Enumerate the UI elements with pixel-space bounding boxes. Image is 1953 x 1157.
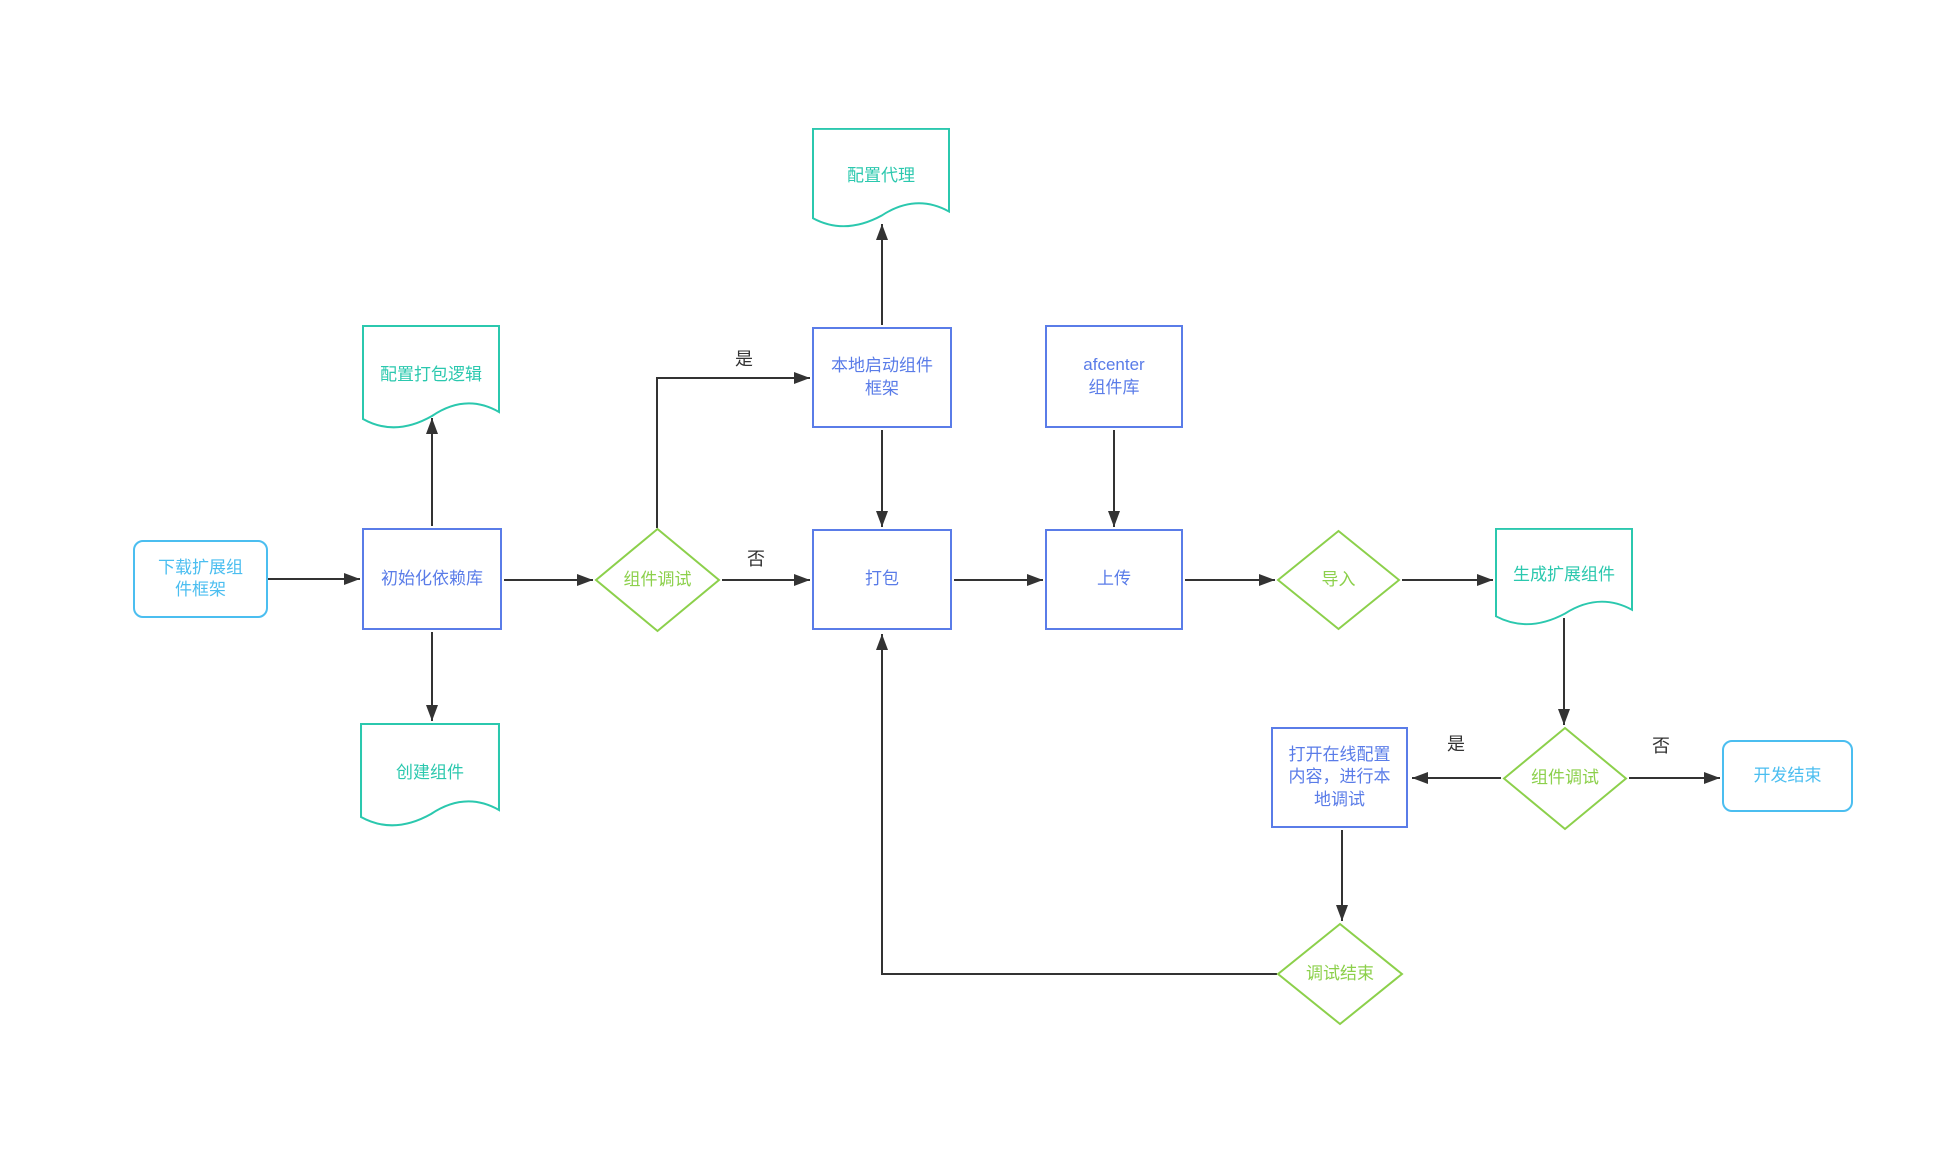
document-shape-icon: [1495, 528, 1633, 626]
node-upload-label: 上传: [1097, 569, 1131, 589]
node-component-debug-1: 组件调试: [594, 527, 721, 633]
node-create-component-label: 创建组件: [396, 762, 464, 782]
node-open-online-config-label: 打开在线配置 内容，进行本 地调试: [1288, 744, 1391, 809]
node-config-proxy-label: 配置代理: [847, 165, 915, 185]
node-debug-end-label: 调试结束: [1306, 963, 1374, 983]
node-import-decision: 导入: [1276, 529, 1401, 631]
node-upload: 上传: [1045, 529, 1183, 630]
node-dev-end-label: 开发结束: [1753, 765, 1822, 785]
diamond-shape-icon: [1276, 529, 1401, 631]
node-gen-ext-component: 生成扩展组件: [1495, 528, 1633, 626]
node-create-component: 创建组件: [360, 723, 500, 827]
node-dev-end: 开发结束: [1722, 740, 1853, 812]
node-gen-ext-component-label: 生成扩展组件: [1513, 564, 1615, 584]
node-open-online-config: 打开在线配置 内容，进行本 地调试: [1271, 727, 1408, 828]
node-import-decision-label: 导入: [1321, 569, 1356, 589]
node-afcenter-lib-label: afcenter 组件库: [1083, 355, 1145, 397]
edge-label-debug1-yes: 是: [735, 349, 753, 369]
node-afcenter-lib: afcenter 组件库: [1045, 325, 1183, 428]
node-component-debug-1-label: 组件调试: [623, 569, 692, 589]
diamond-shape-icon: [1276, 922, 1404, 1026]
node-debug-end: 调试结束: [1276, 922, 1404, 1026]
node-download-framework-label: 下载扩展组 件框架: [158, 557, 243, 599]
edge-label-debug1-no: 否: [747, 549, 765, 569]
node-config-pack-logic: 配置打包逻辑: [362, 325, 500, 429]
node-config-proxy: 配置代理: [812, 128, 950, 228]
edge-debug1-yes-to-local-start: [656, 372, 810, 528]
edge-label-debug2-yes: 是: [1447, 734, 1465, 754]
document-shape-icon: [360, 723, 500, 827]
document-shape-icon: [812, 128, 950, 228]
node-local-start-framework: 本地启动组件 框架: [812, 327, 952, 428]
node-init-deps-label: 初始化依赖库: [381, 568, 483, 588]
edge-label-debug2-no: 否: [1652, 736, 1670, 756]
node-local-start-framework-label: 本地启动组件 框架: [831, 356, 933, 398]
node-package: 打包: [812, 529, 952, 630]
node-component-debug-2-label: 组件调试: [1531, 768, 1599, 788]
node-init-deps: 初始化依赖库: [362, 528, 502, 630]
node-component-debug-2: 组件调试: [1502, 726, 1628, 831]
diamond-shape-icon: [1502, 726, 1628, 831]
node-config-pack-logic-label: 配置打包逻辑: [380, 364, 482, 384]
edge-debug-end-to-package: [876, 634, 1277, 975]
document-shape-icon: [362, 325, 500, 429]
node-package-label: 打包: [865, 569, 899, 589]
node-download-framework: 下载扩展组 件框架: [133, 540, 268, 618]
diamond-shape-icon: [594, 527, 721, 633]
